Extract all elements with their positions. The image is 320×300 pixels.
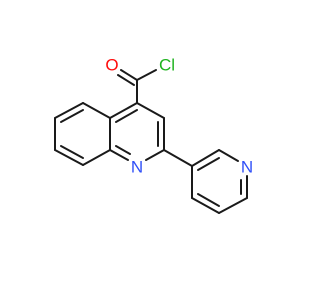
- oxygen-atom-label: O: [105, 56, 118, 75]
- pyridine-nitrogen-label: N: [241, 158, 253, 177]
- bond-py-c2-n: [218, 149, 239, 162]
- bond-carbonyl-o: [120, 69, 138, 81]
- bond-c7-c8-double: [60, 145, 84, 159]
- chlorine-atom-label: Cl: [159, 56, 175, 75]
- bond-py-c5-c4: [191, 197, 220, 214]
- bond-c5-c6-double: [60, 109, 84, 123]
- bond-py-c3-c2: [191, 149, 220, 167]
- bond-n1-c8a: [109, 149, 129, 161]
- bond-c8-c8a: [82, 149, 111, 166]
- bond-c4a-c4-double: [115, 109, 138, 123]
- bond-carbonyl-o-double: [117, 74, 135, 86]
- bond-py-c6-c5: [218, 197, 248, 214]
- bond-c2-pyridyl: [163, 149, 193, 167]
- bonds: [54, 69, 248, 214]
- bond-c5-c6: [54, 102, 84, 119]
- bond-c4a-c5: [82, 102, 111, 119]
- bond-c2-n1: [145, 149, 165, 161]
- quinoline-nitrogen-label: N: [131, 158, 143, 177]
- bond-n1-c8a-double: [115, 145, 131, 155]
- bond-py-c5-c4-double: [197, 193, 220, 207]
- bond-c4-c3: [136, 102, 165, 119]
- bond-carbonyl-cl: [136, 69, 157, 81]
- bond-c4a-c4: [109, 102, 138, 119]
- bond-c7-c8: [54, 149, 84, 166]
- bond-py-c3-c2-double: [197, 157, 220, 171]
- structure-diagram: O Cl N N: [54, 56, 253, 214]
- atom-labels: O Cl N N: [105, 56, 253, 177]
